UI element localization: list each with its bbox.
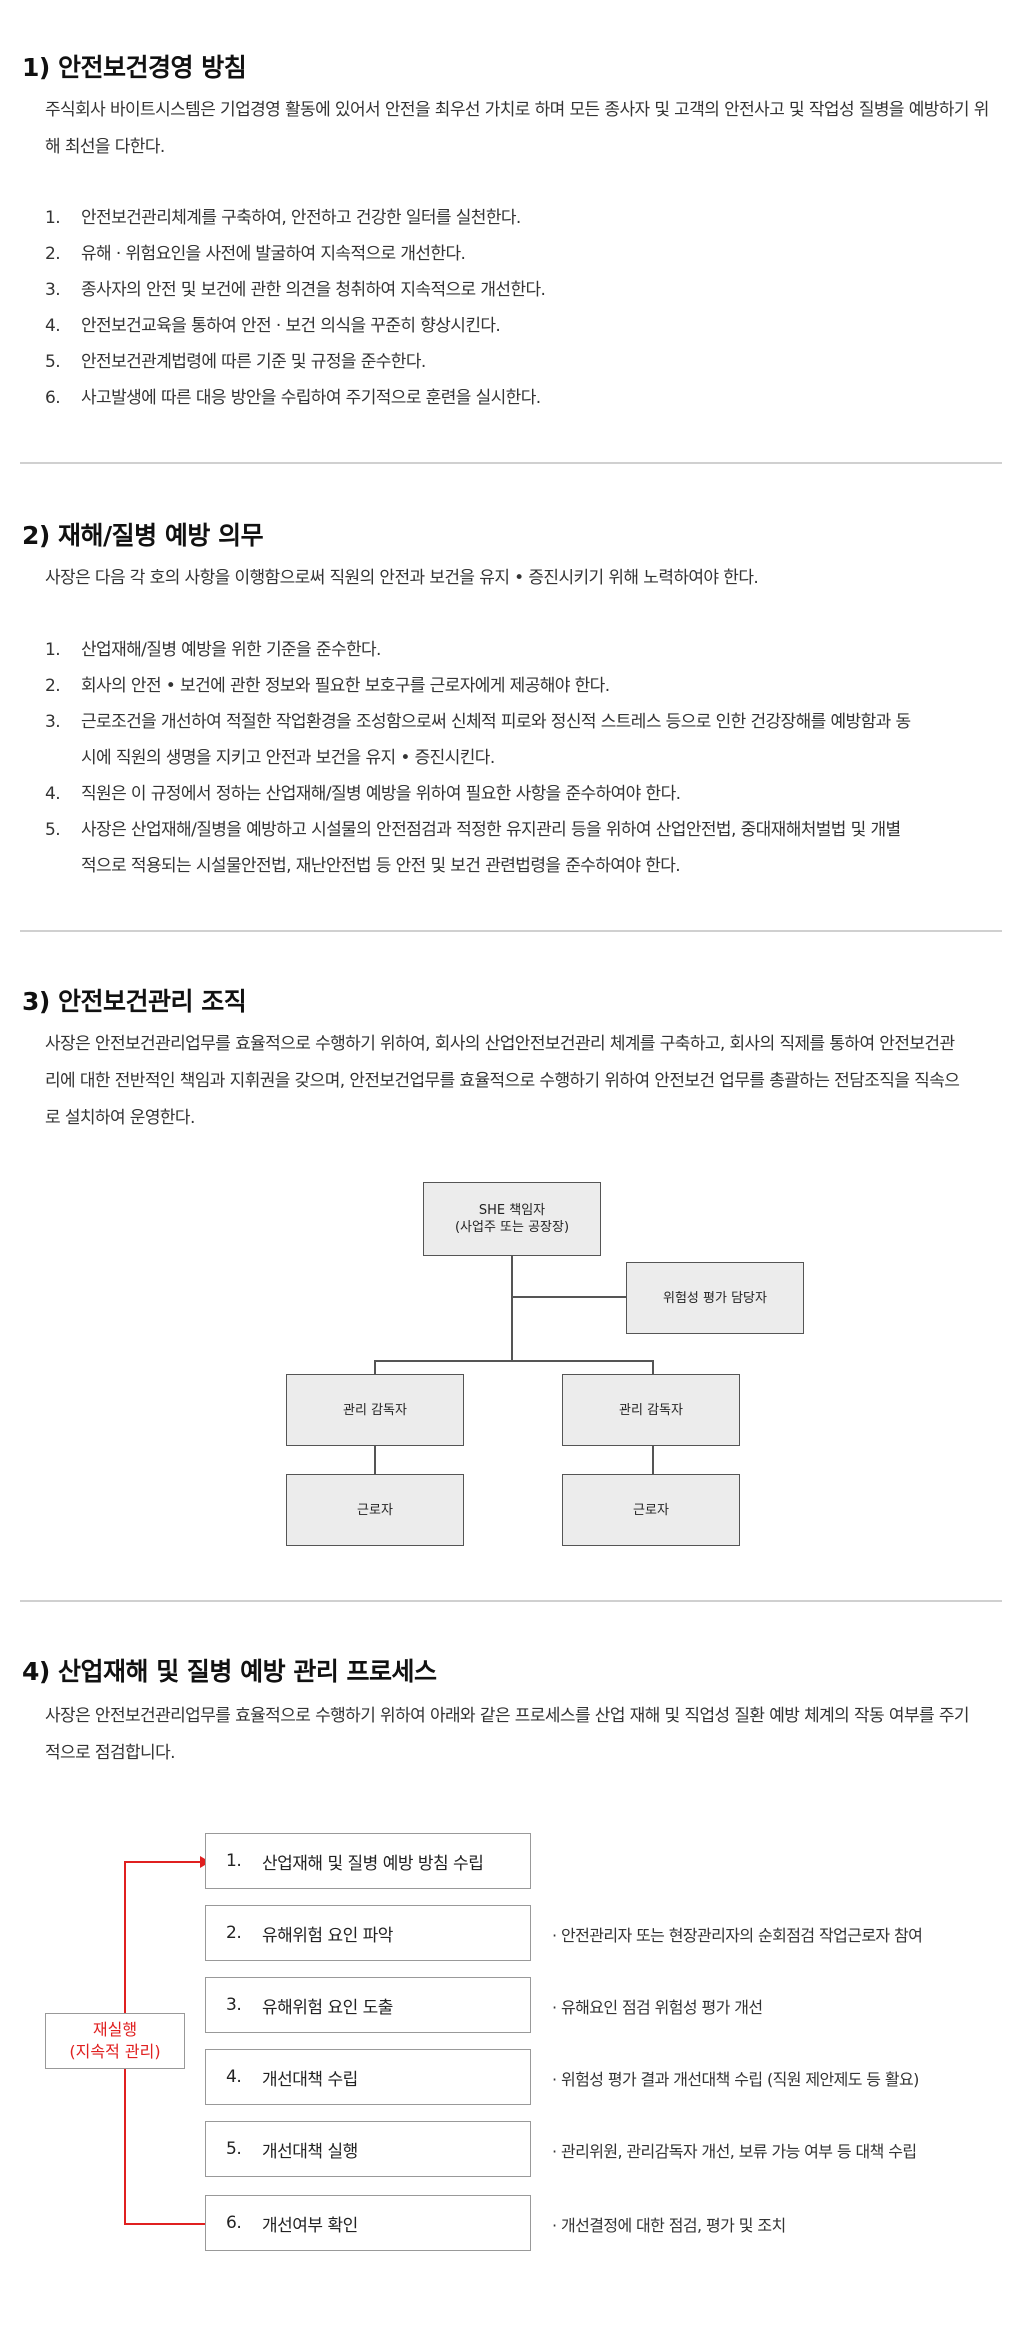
connector-line [511, 1296, 626, 1298]
section-1-intro: 주식회사 바이트시스템은 기업경영 활동에 있어서 안전을 최우선 가치로 하며… [45, 100, 989, 157]
she-manager-subtitle: (사업주 또는 공장장) [454, 1220, 570, 1235]
process-step-6: 6.개선여부 확인 [205, 2195, 531, 2251]
supervisor-left-box: 관리 감독자 [286, 1374, 464, 1446]
process-step-3: 3.유해위험 요인 도출 [205, 1977, 531, 2033]
process-step-5-desc: · 관리위원, 관리감독자 개선, 보류 가능 여부 등 대책 수립 [552, 2142, 917, 2161]
loop-line [124, 2069, 126, 2223]
list-item: 3.근로조건을 개선하여 적절한 작업환경을 조성함으로써 신체적 피로와 정신… [45, 712, 911, 768]
connector-line [652, 1446, 654, 1474]
process-step-2-desc: · 안전관리자 또는 현장관리자의 순회점검 작업근로자 참여 [552, 1926, 923, 1945]
worker-left-box: 근로자 [286, 1474, 464, 1546]
list-item: 1.산업재해/질병 예방을 위한 기준을 준수한다. [45, 640, 381, 660]
list-item: 5.사장은 산업재해/질병을 예방하고 시설물의 안전점검과 적정한 유지관리 … [45, 820, 901, 876]
section-1-title: 1) 안전보건경영 방침 [22, 53, 247, 82]
process-step-4-desc: · 위험성 평가 결과 개선대책 수립 (직원 제안제도 등 활요) [552, 2070, 919, 2089]
redo-sublabel: (지속적 관리) [69, 2042, 161, 2061]
process-step-4: 4.개선대책 수립 [205, 2049, 531, 2105]
redo-label: 재실행 [92, 2020, 138, 2039]
divider [20, 1600, 1002, 1602]
loop-line [124, 2223, 206, 2225]
section-2-list: 1.산업재해/질병 예방을 위한 기준을 준수한다. 2.회사의 안전 • 보건… [45, 632, 995, 884]
process-step-6-desc: · 개선결정에 대한 점검, 평가 및 조치 [552, 2216, 786, 2235]
connector-line [374, 1360, 376, 1374]
list-item: 3.종사자의 안전 및 보건에 관한 의견을 청취하여 지속적으로 개선한다. [45, 280, 546, 300]
redo-box: 재실행 (지속적 관리) [45, 2013, 185, 2069]
connector-line [374, 1360, 654, 1362]
section-2-title: 2) 재해/질병 예방 의무 [22, 521, 264, 550]
process-step-2: 2.유해위험 요인 파악 [205, 1905, 531, 1961]
divider [20, 462, 1002, 464]
section-3-intro: 사장은 안전보건관리업무를 효율적으로 수행하기 위하여, 회사의 산업안전보건… [45, 1034, 960, 1128]
risk-assessor-box: 위험성 평가 담당자 [626, 1262, 804, 1334]
section-1-list: 1.안전보건관리체계를 구축하여, 안전하고 건강한 일터를 실천한다. 2.유… [45, 200, 995, 416]
section-4-intro: 사장은 안전보건관리업무를 효율적으로 수행하기 위하여 아래와 같은 프로세스… [45, 1706, 970, 1763]
list-item: 1.안전보건관리체계를 구축하여, 안전하고 건강한 일터를 실천한다. [45, 208, 521, 228]
list-item: 2.회사의 안전 • 보건에 관한 정보와 필요한 보호구를 근로자에게 제공해… [45, 676, 610, 696]
loop-line [124, 1861, 126, 2013]
list-item: 2.유해 · 위험요인을 사전에 발굴하여 지속적으로 개선한다. [45, 244, 466, 264]
she-manager-title: SHE 책임자 [478, 1203, 546, 1218]
connector-line [374, 1446, 376, 1474]
loop-line [124, 1861, 206, 1863]
section-2-intro: 사장은 다음 각 호의 사항을 이행함으로써 직원의 안전과 보건을 유지 • … [45, 568, 759, 588]
list-item: 4.안전보건교육을 통하여 안전 · 보건 의식을 꾸준히 향상시킨다. [45, 316, 501, 336]
section-4-title: 4) 산업재해 및 질병 예방 관리 프로세스 [22, 1657, 437, 1686]
list-item: 4.직원은 이 규정에서 정하는 산업재해/질병 예방을 위하여 필요한 사항을… [45, 784, 681, 804]
she-manager-box: SHE 책임자 (사업주 또는 공장장) [423, 1182, 601, 1256]
divider [20, 930, 1002, 932]
connector-line [652, 1360, 654, 1374]
section-3-title: 3) 안전보건관리 조직 [22, 987, 247, 1016]
process-step-1: 1.산업재해 및 질병 예방 방침 수립 [205, 1833, 531, 1889]
list-item: 5.안전보건관계법령에 따른 기준 및 규정을 준수한다. [45, 352, 426, 372]
worker-right-box: 근로자 [562, 1474, 740, 1546]
process-step-5: 5.개선대책 실행 [205, 2121, 531, 2177]
list-item: 6.사고발생에 따른 대응 방안을 수립하여 주기적으로 훈련을 실시한다. [45, 388, 541, 408]
process-step-3-desc: · 유해요인 점검 위험성 평가 개선 [552, 1998, 763, 2017]
connector-line [511, 1256, 513, 1360]
supervisor-right-box: 관리 감독자 [562, 1374, 740, 1446]
